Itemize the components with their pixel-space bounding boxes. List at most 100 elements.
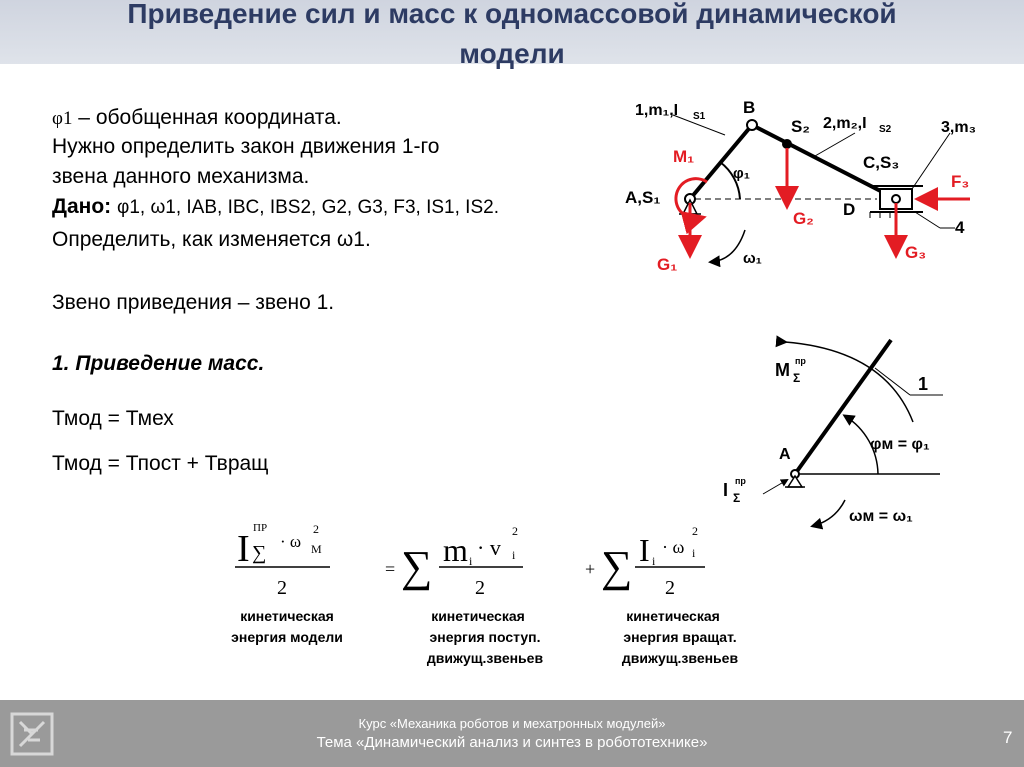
label-link1-sub: S1 (693, 111, 706, 122)
formula-sigma-1: ∑ (401, 542, 432, 591)
point-S2 (782, 139, 792, 149)
label-1: 1 (918, 374, 928, 394)
formula-sq-1: 2 (313, 522, 319, 536)
title-line-2: модели (459, 38, 565, 69)
leader-2 (814, 132, 856, 157)
label-G1: G₁ (657, 255, 677, 274)
omega1-arc (708, 229, 746, 268)
joint-C (891, 194, 901, 204)
title-bar (0, 0, 1024, 64)
label-D: D (843, 200, 855, 219)
label-link1: 1,m₁,I (635, 102, 678, 119)
formula-denom-1: 2 (277, 577, 287, 599)
caption-2-line-2: энергия поступ. (429, 629, 541, 645)
formula-m: m (443, 532, 468, 568)
label-S2: S₂ (791, 117, 810, 136)
label-M-sup: пр (795, 356, 806, 366)
text-line-3: звена данного механизма. (52, 165, 310, 188)
label-G3: G₃ (905, 243, 926, 262)
formula-M: M (311, 542, 322, 556)
formula-denom-3: 2 (665, 577, 675, 599)
university-logo-icon (10, 712, 54, 756)
formula-omega-sub-i: i (692, 546, 696, 560)
footer-bar (0, 700, 1024, 767)
formula-I: I (237, 528, 250, 570)
label-C-S3: C,S₃ (863, 153, 899, 172)
formula-omega-i: · ω (662, 537, 684, 557)
label-link2-sub: S2 (879, 124, 892, 135)
label-G2: G₂ (793, 209, 814, 228)
label-B: B (743, 98, 755, 117)
formula-omega: · ω (280, 532, 301, 551)
label-omega-m: ωм = ω₁ (849, 508, 913, 525)
text-line-5: Определить, как изменяется ω1. (52, 228, 371, 251)
caption-rotational-energy: кинетическая энергия вращат. движущ.звен… (595, 606, 765, 669)
phi-arc (842, 414, 879, 475)
formula-denom-2: 2 (475, 577, 485, 599)
omega-arc (810, 499, 846, 530)
leader-3 (911, 132, 951, 190)
label-M-sub: Σ (793, 371, 800, 385)
inertia-arrow (762, 478, 789, 495)
caption-3-line-3: движущ.звеньев (621, 650, 739, 666)
leader-4b (914, 211, 941, 229)
phi1-symbol: φ1 (52, 108, 73, 129)
formula-equals: = (385, 559, 395, 579)
caption-translational-energy: кинетическая энергия поступ. движущ.звен… (400, 606, 570, 669)
formula-sigma-sub: ∑ (252, 542, 266, 564)
caption-3-line-2: энергия вращат. (623, 629, 737, 645)
label-I-sigma: I (723, 480, 728, 500)
label-omega1: ω₁ (743, 250, 762, 267)
formula-sq-3: 2 (692, 524, 698, 538)
formula-I-i: i (652, 554, 656, 568)
page-number: 7 (1003, 728, 1013, 747)
section-heading: 1. Приведение масс. (52, 352, 265, 375)
given-values: φ1, ω1, IAB, IBC, IBS2, G2, G3, F3, IS1,… (117, 197, 499, 218)
label-A-S1: A,S₁ (625, 188, 660, 207)
leader-1-model (874, 367, 911, 396)
model-support (786, 474, 804, 488)
label-I-sup: пр (735, 476, 746, 486)
label-A: A (779, 446, 791, 463)
label-F3: F₃ (951, 172, 969, 191)
joint-B (746, 119, 758, 131)
caption-3-line-1: кинетическая (626, 608, 720, 624)
footer-course: Курс «Механика роботов и мехатронных мод… (358, 716, 666, 731)
caption-model-energy: кинетическая энергия модели (212, 606, 362, 648)
moment-arc (775, 335, 914, 423)
text-line-1: φ1 – обобщенная координата. (52, 104, 342, 132)
caption-2-line-3: движущ.звеньев (426, 650, 544, 666)
given-label: Дано: (52, 195, 112, 218)
caption-1-line-1: кинетическая (240, 608, 334, 624)
kinetic-energy-formula: I ПР ∑ · ω 2 M 2 = ∑ m i · v 2 i 2 + ∑ I… (235, 522, 705, 599)
leader-1 (672, 114, 726, 136)
slider-crank-diagram: 1,m₁,I S1 B S₂ 2,m₂,I S2 3,m₃ M₁ φ₁ C,S₃… (625, 98, 976, 274)
formula-v-i: i (512, 548, 516, 562)
reduction-link-text: Звено приведения – звено 1. (52, 291, 335, 314)
label-M1: M₁ (673, 147, 694, 166)
equation-1: Тмод = Тмех (52, 407, 174, 430)
given-line: Дано: φ1, ω1, IAB, IBC, IBS2, G2, G3, F3… (52, 193, 499, 221)
label-link3: 3,m₃ (941, 119, 976, 136)
formula-plus: + (585, 559, 595, 579)
single-mass-model-diagram: M Σ пр 1 φм = φ₁ A I Σ пр ωм = ω₁ (723, 335, 943, 530)
label-M-sigma: M (775, 360, 790, 380)
caption-1-line-2: энергия модели (231, 629, 343, 645)
label-4: 4 (955, 218, 965, 237)
title-line-1: Приведение сил и масс к одномассовой дин… (127, 0, 897, 29)
formula-Ii: I (639, 532, 650, 568)
reduction-link (793, 338, 893, 476)
formula-sq-2: 2 (512, 524, 518, 538)
label-link2: 2,m₂,I (823, 115, 867, 132)
formula-pr: ПР (253, 522, 267, 534)
footer-topic: Тема «Динамический анализ и синтез в роб… (316, 734, 708, 751)
generalized-coordinate-text: – обобщенная координата. (72, 106, 342, 129)
phi1-arc (719, 161, 741, 200)
caption-2-line-1: кинетическая (431, 608, 525, 624)
formula-sigma-2: ∑ (601, 542, 632, 591)
formula-v: · v (477, 535, 501, 560)
label-phi-m: φм = φ₁ (870, 436, 930, 453)
label-phi1: φ₁ (733, 165, 750, 182)
label-I-sub: Σ (733, 491, 740, 505)
equation-2: Тмод = Тпост + Твращ (52, 452, 269, 475)
